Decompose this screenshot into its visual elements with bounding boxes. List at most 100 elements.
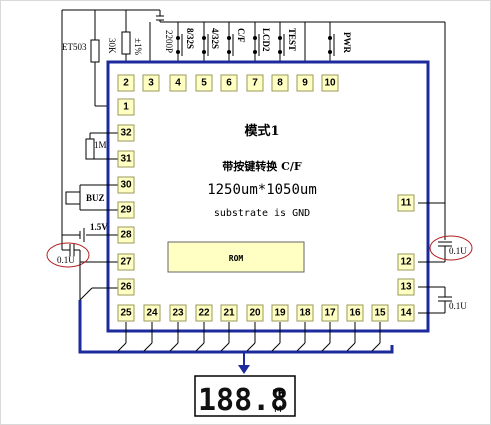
pin-label: 13 [400, 282, 412, 293]
pin-label: 12 [400, 257, 412, 268]
label-cap-left: 0.1U [57, 255, 75, 265]
pin-31: 31 [117, 150, 135, 168]
pin-28: 28 [117, 226, 135, 244]
pin-15: 15 [371, 304, 389, 322]
pin-16: 16 [346, 304, 364, 322]
pin-label: 22 [198, 308, 210, 319]
switch-pwr [328, 34, 335, 56]
pin-6: 6 [220, 74, 238, 92]
lcd-unit-bottom: M [274, 405, 282, 415]
label-sw-432: 4/32S [210, 28, 220, 49]
pin-label: 19 [274, 308, 286, 319]
lcd-display: 188.8 °E M [194, 375, 296, 418]
chip-title: 模式1 [244, 123, 279, 139]
pin-20: 20 [246, 304, 264, 322]
pin-19: 19 [271, 304, 289, 322]
label-et503: ET503 [62, 42, 87, 52]
pin-26: 26 [117, 278, 135, 296]
pin-24: 24 [143, 304, 161, 322]
highlight-cap-left [46, 242, 90, 268]
switch-432 [202, 34, 209, 56]
switch-test [278, 34, 285, 56]
pin-label: 16 [349, 308, 361, 319]
lcd-unit-top: °E [272, 387, 285, 400]
pin-label: 32 [120, 128, 132, 139]
pin-label: 5 [201, 78, 207, 89]
pin-label: 21 [223, 308, 235, 319]
pin-label: 17 [324, 308, 336, 319]
label-sw-pwr: PWR [342, 32, 352, 53]
pins-bottom: 25 24 23 22 21 20 19 18 17 16 15 14 [117, 304, 415, 322]
switch-cf [227, 34, 234, 56]
pin-30: 30 [117, 176, 135, 194]
switch-832 [176, 34, 183, 56]
pins-top: 2 3 4 5 6 7 8 9 10 [117, 74, 339, 92]
pin-label: 23 [172, 308, 184, 319]
rom-block: ROM [167, 241, 305, 273]
switch-symbols [176, 34, 335, 56]
pin-5: 5 [195, 74, 213, 92]
bottom-bus [78, 300, 394, 374]
pin-10: 10 [321, 74, 339, 92]
label-buz: BUZ [86, 193, 105, 203]
rom-label: ROM [229, 254, 244, 263]
label-1m: 1M [94, 140, 107, 150]
pin-label: 4 [175, 78, 181, 89]
pin-12: 12 [397, 253, 415, 271]
label-1.5v: 1.5V [90, 222, 108, 232]
pin-label: 9 [302, 78, 308, 89]
pin-1: 1 [117, 98, 135, 116]
arrow-down-icon [238, 365, 250, 374]
pin-21: 21 [220, 304, 238, 322]
pin-22: 22 [195, 304, 213, 322]
pin-label: 18 [299, 308, 311, 319]
pin-label: 25 [120, 308, 132, 319]
pin-13: 13 [397, 278, 415, 296]
lcd-digits: 188.8 [198, 383, 288, 418]
pin-label: 30 [120, 180, 132, 191]
pin-11: 11 [397, 194, 415, 212]
component-labels: ET503 30K ±1% 2200P 8/32S 4/32S C/F LCD2… [62, 28, 352, 55]
pin-9: 9 [296, 74, 314, 92]
pin-label: 1 [123, 102, 129, 113]
pin-label: 14 [400, 308, 412, 319]
pin-label: 8 [277, 78, 283, 89]
label-1pct: ±1% [133, 38, 143, 55]
pin-label: 20 [249, 308, 261, 319]
left-components: 1M BUZ 1.5V 0.1U [46, 132, 118, 301]
pin-label: 31 [120, 154, 132, 165]
chip-subtitle: 带按键转换 C/F [222, 159, 302, 173]
pin-25: 25 [117, 304, 135, 322]
chip-substrate: substrate is GND [214, 208, 310, 219]
chip-labels: 模式1 带按键转换 C/F 1250um*1050um substrate is… [207, 123, 317, 219]
pins-right: 11 12 13 [397, 194, 415, 296]
label-30k: 30K [107, 38, 117, 54]
highlight-cap-right [429, 235, 473, 261]
pin-label: 27 [120, 257, 132, 268]
pin-label: 7 [252, 78, 258, 89]
pin-3: 3 [142, 74, 160, 92]
pin-2: 2 [117, 74, 135, 92]
pin-4: 4 [169, 74, 187, 92]
pin-7: 7 [246, 74, 264, 92]
label-sw-lcd2: LCD2 [261, 28, 271, 52]
pin-23: 23 [169, 304, 187, 322]
pin-18: 18 [296, 304, 314, 322]
chip-outline [106, 60, 430, 333]
pin-label: 26 [120, 282, 132, 293]
pin-32: 32 [117, 124, 135, 142]
pin-17: 17 [321, 304, 339, 322]
label-cap-right-top: 0.1U [449, 246, 467, 256]
label-sw-cf: C/F [236, 28, 246, 43]
right-components: 0.1U 0.1U [418, 202, 473, 314]
label-sw-832: 8/32S [185, 28, 195, 49]
pin-label: 15 [374, 308, 386, 319]
chip-size: 1250um*1050um [207, 182, 317, 198]
pin-29: 29 [117, 201, 135, 219]
pin-label: 6 [226, 78, 232, 89]
switch-lcd2 [253, 34, 260, 56]
pin-label: 10 [324, 78, 336, 89]
pin-label: 3 [148, 78, 154, 89]
label-2200p: 2200P [164, 30, 174, 53]
